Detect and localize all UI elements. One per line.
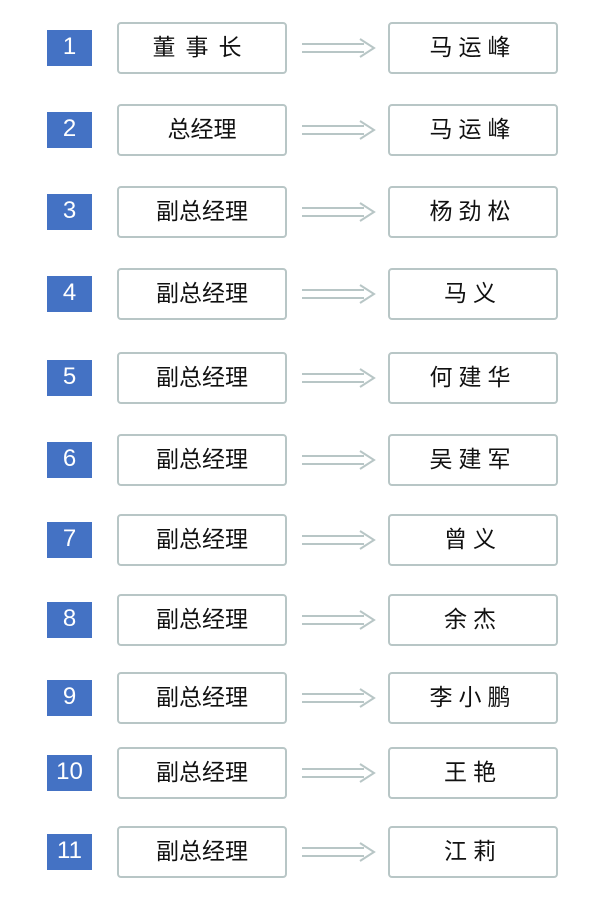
- row-number-badge: 3: [47, 194, 92, 230]
- position-title-box: 副总经理: [117, 594, 287, 646]
- double-arrow-right-icon: [302, 368, 376, 388]
- position-row-11: 11 副总经理 江莉: [0, 826, 600, 878]
- position-row-9: 9 副总经理 李小鹏: [0, 672, 600, 724]
- position-title-box: 副总经理: [117, 672, 287, 724]
- double-arrow-right-icon: [302, 38, 376, 58]
- person-name-box: 吴建军: [388, 434, 558, 486]
- position-row-5: 5 副总经理 何建华: [0, 352, 600, 404]
- position-row-6: 6 副总经理 吴建军: [0, 434, 600, 486]
- position-row-8: 8 副总经理 余杰: [0, 594, 600, 646]
- row-number-badge: 8: [47, 602, 92, 638]
- person-name-box: 李小鹏: [388, 672, 558, 724]
- person-name-box: 马运峰: [388, 104, 558, 156]
- person-name-box: 江莉: [388, 826, 558, 878]
- position-title-box: 副总经理: [117, 747, 287, 799]
- double-arrow-right-icon: [302, 530, 376, 550]
- position-title-box: 副总经理: [117, 352, 287, 404]
- double-arrow-right-icon: [302, 202, 376, 222]
- double-arrow-right-icon: [302, 450, 376, 470]
- person-name-box: 马运峰: [388, 22, 558, 74]
- row-number-badge: 4: [47, 276, 92, 312]
- position-row-10: 10 副总经理 王艳: [0, 747, 600, 799]
- position-row-2: 2 总经理 马运峰: [0, 104, 600, 156]
- person-name-box: 杨劲松: [388, 186, 558, 238]
- position-title-box: 副总经理: [117, 268, 287, 320]
- position-row-4: 4 副总经理 马义: [0, 268, 600, 320]
- double-arrow-right-icon: [302, 610, 376, 630]
- double-arrow-right-icon: [302, 763, 376, 783]
- row-number-badge: 7: [47, 522, 92, 558]
- person-name-box: 马义: [388, 268, 558, 320]
- person-name-box: 何建华: [388, 352, 558, 404]
- position-title-box: 董事长: [117, 22, 287, 74]
- position-title-box: 总经理: [117, 104, 287, 156]
- position-title-box: 副总经理: [117, 826, 287, 878]
- position-row-3: 3 副总经理 杨劲松: [0, 186, 600, 238]
- person-name-box: 王艳: [388, 747, 558, 799]
- position-title-box: 副总经理: [117, 186, 287, 238]
- double-arrow-right-icon: [302, 688, 376, 708]
- row-number-badge: 10: [47, 755, 92, 791]
- double-arrow-right-icon: [302, 120, 376, 140]
- row-number-badge: 9: [47, 680, 92, 716]
- position-title-box: 副总经理: [117, 514, 287, 566]
- person-name-box: 曾义: [388, 514, 558, 566]
- row-number-badge: 2: [47, 112, 92, 148]
- row-number-badge: 6: [47, 442, 92, 478]
- row-number-badge: 5: [47, 360, 92, 396]
- row-number-badge: 1: [47, 30, 92, 66]
- position-title-box: 副总经理: [117, 434, 287, 486]
- double-arrow-right-icon: [302, 842, 376, 862]
- double-arrow-right-icon: [302, 284, 376, 304]
- person-name-box: 余杰: [388, 594, 558, 646]
- row-number-badge: 11: [47, 834, 92, 870]
- position-row-1: 1 董事长 马运峰: [0, 22, 600, 74]
- position-row-7: 7 副总经理 曾义: [0, 514, 600, 566]
